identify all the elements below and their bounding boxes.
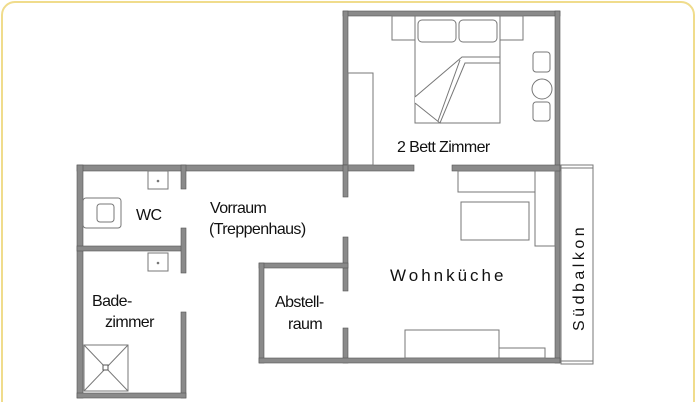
room-label-hall-line1: Vorraum [210, 200, 267, 217]
kitchen-counter [457, 170, 536, 193]
room-label-bedroom: 2 Bett Zimmer [397, 139, 491, 156]
room-label-hall-line2: (Treppenhaus) [209, 221, 306, 238]
room-label-storage-line1: Abstell- [275, 294, 324, 311]
room-label-wc: WC [136, 207, 162, 224]
bed [391, 15, 524, 124]
dining-table [460, 201, 530, 241]
balcony [560, 164, 594, 365]
sink-icon [147, 252, 169, 272]
nightstand [391, 15, 416, 41]
pillow [417, 19, 457, 43]
room-label-bath-line2: zimmer [105, 314, 155, 331]
kitchen-cabinet [534, 170, 556, 247]
walls [76, 10, 561, 399]
sofa [404, 329, 500, 359]
room-label-kitchen: Wohnküche [390, 266, 506, 285]
chair [532, 101, 551, 122]
room-label-bath-line1: Bade- [92, 293, 132, 310]
toilet-icon [82, 197, 122, 229]
chair [532, 51, 551, 73]
shower-icon [83, 344, 129, 392]
room-label-storage-line2: raum [288, 316, 322, 333]
sink-icon [147, 170, 169, 190]
room-label-balcony: Südbalkon [571, 224, 588, 331]
nightstand [499, 15, 524, 41]
pillow [458, 19, 498, 43]
wardrobe [347, 72, 374, 166]
side-cabinet [498, 347, 546, 359]
round-table [531, 78, 553, 100]
